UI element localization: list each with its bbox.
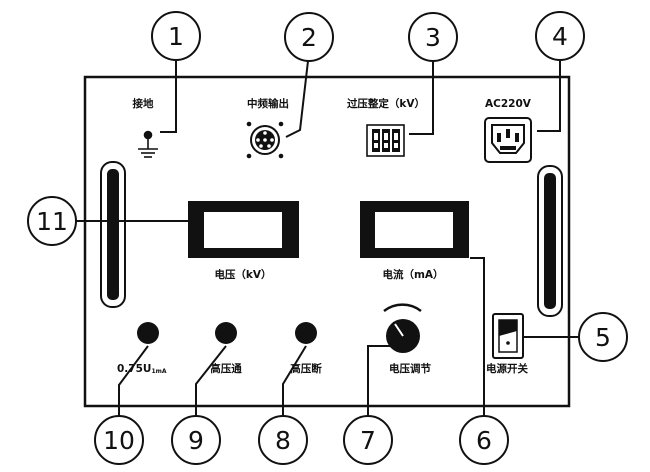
leader-lines bbox=[76, 60, 580, 416]
current-meter bbox=[360, 201, 469, 258]
measure-jack[interactable] bbox=[137, 322, 159, 344]
measure-jack-label: 0.75U1mA bbox=[117, 363, 167, 375]
svg-text:7: 7 bbox=[360, 426, 376, 455]
left-handle bbox=[100, 161, 126, 308]
hv-off-label: 高压断 bbox=[290, 362, 322, 375]
svg-text:11: 11 bbox=[36, 207, 68, 236]
callout-8: 8 bbox=[258, 415, 308, 465]
svg-text:3: 3 bbox=[425, 23, 441, 52]
svg-text:2: 2 bbox=[301, 23, 317, 52]
mid-freq-output-connector[interactable] bbox=[246, 121, 284, 159]
overvoltage-dip-switch[interactable] bbox=[366, 124, 405, 157]
voltage-meter bbox=[188, 201, 299, 258]
callout-7: 7 bbox=[343, 415, 393, 465]
voltage-meter-label: 电压（kV） bbox=[214, 268, 271, 281]
callout-10: 10 bbox=[94, 415, 144, 465]
measure-jack-sub-label: 1mA bbox=[151, 368, 166, 375]
svg-text:10: 10 bbox=[103, 426, 135, 455]
svg-text:1: 1 bbox=[168, 22, 184, 51]
current-meter-label: 电流（mA） bbox=[382, 268, 443, 281]
callout-9: 9 bbox=[171, 415, 221, 465]
overvoltage-setting-label: 过压整定（kV） bbox=[347, 97, 425, 110]
hv-on-button[interactable] bbox=[215, 322, 237, 344]
svg-text:9: 9 bbox=[188, 426, 204, 455]
right-handle bbox=[537, 165, 563, 317]
hv-on-label: 高压通 bbox=[210, 362, 242, 375]
ground-terminal-icon bbox=[138, 130, 158, 158]
hv-off-button[interactable] bbox=[295, 322, 317, 344]
svg-text:6: 6 bbox=[476, 426, 492, 455]
svg-text:5: 5 bbox=[595, 323, 611, 352]
power-switch[interactable] bbox=[492, 313, 524, 359]
callout-11: 11 bbox=[27, 196, 77, 246]
callout-6: 6 bbox=[459, 415, 509, 465]
ac-power-socket[interactable] bbox=[484, 117, 532, 163]
callout-4: 4 bbox=[535, 11, 585, 61]
mid-freq-output-label: 中频输出 bbox=[247, 97, 289, 110]
callout-2: 2 bbox=[284, 12, 334, 62]
voltage-adjust-label: 电压调节 bbox=[389, 362, 431, 375]
callout-3: 3 bbox=[408, 12, 458, 62]
callout-1: 1 bbox=[151, 11, 201, 61]
ground-label: 接地 bbox=[133, 97, 154, 110]
svg-text:8: 8 bbox=[275, 426, 291, 455]
voltage-adjust-knob[interactable] bbox=[383, 303, 422, 353]
power-switch-label: 电源开关 bbox=[486, 362, 528, 375]
svg-text:4: 4 bbox=[552, 22, 568, 51]
ac-power-label: AC220V bbox=[485, 98, 532, 110]
callout-5: 5 bbox=[578, 312, 628, 362]
